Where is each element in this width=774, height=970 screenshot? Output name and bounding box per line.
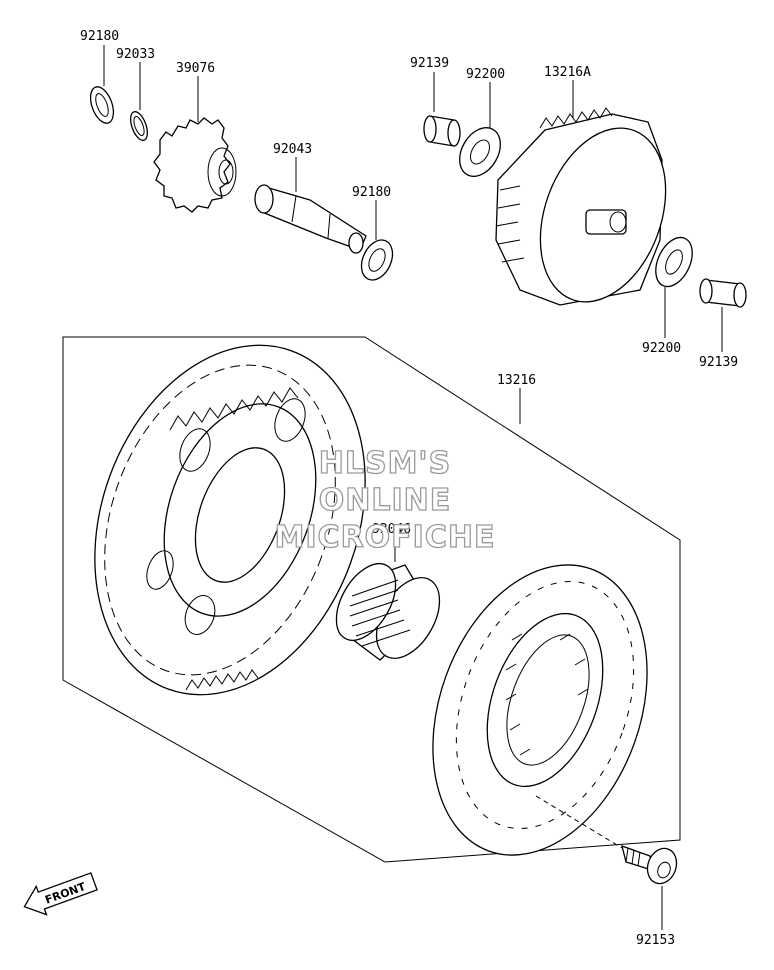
leader-lines (103, 45, 723, 930)
bolt-92153[interactable] (621, 844, 681, 887)
assembly-outline-13216 (62, 336, 681, 863)
front-indicator: FRONT (23, 872, 98, 916)
label-13216A: 13216A (544, 65, 591, 80)
label-92200-top: 92200 (466, 67, 505, 82)
label-92033: 92033 (116, 47, 155, 62)
circlip-92033[interactable] (127, 110, 150, 143)
washer-92180-top[interactable] (86, 84, 118, 127)
label-13216: 13216 (497, 373, 536, 388)
washer-92200-top[interactable] (451, 120, 508, 183)
label-92046: 92046 (372, 522, 411, 537)
label-92139-top: 92139 (410, 56, 449, 71)
label-92180-mid: 92180 (352, 185, 391, 200)
front-arrow-icon (23, 872, 98, 916)
gear-13216A[interactable] (495, 107, 688, 319)
collar-92139-bottom[interactable] (699, 278, 747, 308)
starter-gear-13216[interactable] (48, 307, 412, 733)
collar-92139-top[interactable] (423, 115, 461, 147)
label-92180-top: 92180 (80, 29, 119, 44)
watermark: HLSM'S ONLINE MICROFICHE (274, 445, 496, 555)
shaft-92043[interactable] (254, 184, 367, 254)
gear-39076[interactable] (153, 117, 237, 213)
clutch-housing[interactable] (395, 535, 686, 885)
label-92043: 92043 (273, 142, 312, 157)
washer-92180-mid[interactable] (355, 235, 398, 285)
label-39076: 39076 (176, 61, 215, 76)
label-92200-bottom: 92200 (642, 341, 681, 356)
watermark-line1: HLSM'S (319, 446, 451, 481)
watermark-line2: ONLINE (319, 483, 452, 518)
washer-92200-bottom[interactable] (649, 232, 700, 293)
label-92139-bottom: 92139 (699, 355, 738, 370)
label-92153: 92153 (636, 933, 675, 948)
watermark-line3: MICROFICHE (275, 520, 496, 555)
needle-bearing-92046[interactable] (324, 554, 452, 669)
